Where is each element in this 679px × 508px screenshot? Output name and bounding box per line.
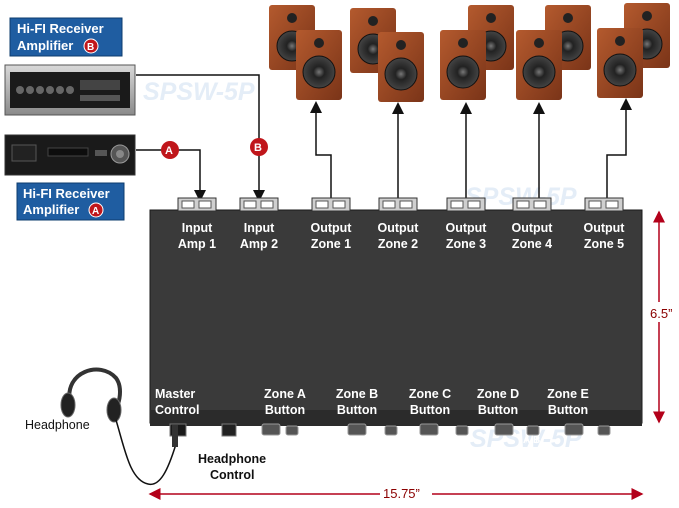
front-controls — [169, 423, 611, 437]
switcher-front-edge — [150, 410, 642, 426]
speaker-wires — [310, 98, 632, 198]
zone-c-button-label-line-1: Zone C — [409, 387, 451, 401]
amplifier-b-device — [4, 64, 136, 116]
connection-a: A — [136, 141, 206, 202]
height-dimension: 6.5” — [648, 210, 679, 424]
output-zone-2-label-line-1: Output — [378, 221, 420, 235]
headphone-control-label-line-2: Control — [210, 468, 254, 482]
headphone-label: Headphone — [25, 418, 90, 432]
switcher-panel — [149, 209, 643, 424]
amplifier-a-badge: A — [92, 206, 99, 217]
input-amp-1-label-line-2: Amp 1 — [178, 237, 216, 251]
zone-d-button-label-line-2: Button — [478, 403, 518, 417]
amplifier-a-device — [4, 134, 136, 176]
width-dimension-label: 15.75” — [383, 486, 420, 501]
amplifier-a-text-2: Amplifier — [23, 202, 79, 217]
speaker-pair-zone-4 — [516, 5, 591, 100]
output-zone-5-label-line-1: Output — [584, 221, 626, 235]
speaker-pair-zone-5 — [597, 3, 670, 98]
ab-label: A/B — [381, 435, 398, 446]
output-zone-3-label-line-2: Zone 3 — [446, 237, 486, 251]
zone-a-button-label-line-1: Zone A — [264, 387, 306, 401]
output-zone-4-label-line-1: Output — [512, 221, 554, 235]
output-zone-1-label-line-2: Zone 1 — [311, 237, 351, 251]
zone-b-button-label-line-2: Button — [337, 403, 377, 417]
master-control-label-line-1: Master — [155, 387, 195, 401]
headphone-control-label-line-1: Headphone — [198, 452, 266, 466]
speaker-pair-zone-2 — [350, 8, 424, 102]
amplifier-b-badge: B — [87, 42, 94, 53]
input-amp-2-label-line-2: Amp 2 — [240, 237, 278, 251]
watermark-text: SPSW-5P — [470, 425, 582, 453]
output-zone-5-label-line-2: Zone 5 — [584, 237, 624, 251]
zone-e-button-label-line-2: Button — [548, 403, 588, 417]
connection-b: B — [136, 74, 268, 202]
amplifier-a-label: Hi-FI Receiver Amplifier A — [16, 182, 125, 221]
ab-label: A/B — [592, 435, 609, 446]
amplifier-b-text-1: Hi-FI Receiver — [17, 21, 104, 36]
output-zone-2-label-line-2: Zone 2 — [378, 237, 418, 251]
amplifier-b-label: Hi-FI Receiver Amplifier B — [9, 17, 123, 57]
output-zone-3-label-line-1: Output — [446, 221, 488, 235]
master-control-label-line-2: Control — [155, 403, 199, 417]
amplifier-a-text-1: Hi-FI Receiver — [23, 186, 110, 201]
ab-label: A/B — [523, 435, 540, 446]
width-dimension: 15.75” — [148, 484, 644, 502]
zone-d-button-label-line-1: Zone D — [477, 387, 519, 401]
zone-a-button-label-line-2: Button — [265, 403, 305, 417]
headphone-icon — [60, 367, 178, 485]
amplifier-b-text-2: Amplifier — [17, 38, 73, 53]
ab-label: A/B — [452, 435, 469, 446]
zone-c-button-label-line-2: Button — [410, 403, 450, 417]
input-amp-2-label-line-1: Input — [244, 221, 275, 235]
terminal-connectors — [177, 197, 624, 212]
output-zone-1-label-line-1: Output — [311, 221, 353, 235]
output-zone-4-label-line-2: Zone 4 — [512, 237, 552, 251]
watermark-text: SPSW-5P — [143, 78, 255, 106]
connection-a-badge: A — [165, 145, 173, 157]
input-amp-1-label-line-1: Input — [182, 221, 213, 235]
ab-label: A/B — [238, 435, 255, 446]
speaker-pair-zone-3 — [440, 5, 514, 100]
height-dimension-label: 6.5” — [650, 306, 672, 321]
speaker-pair-zone-1 — [269, 5, 342, 100]
connection-b-badge: B — [254, 142, 262, 154]
zone-b-button-label-line-1: Zone B — [336, 387, 378, 401]
zone-e-button-label-line-1: Zone E — [547, 387, 589, 401]
ab-label: A/B — [310, 435, 327, 446]
